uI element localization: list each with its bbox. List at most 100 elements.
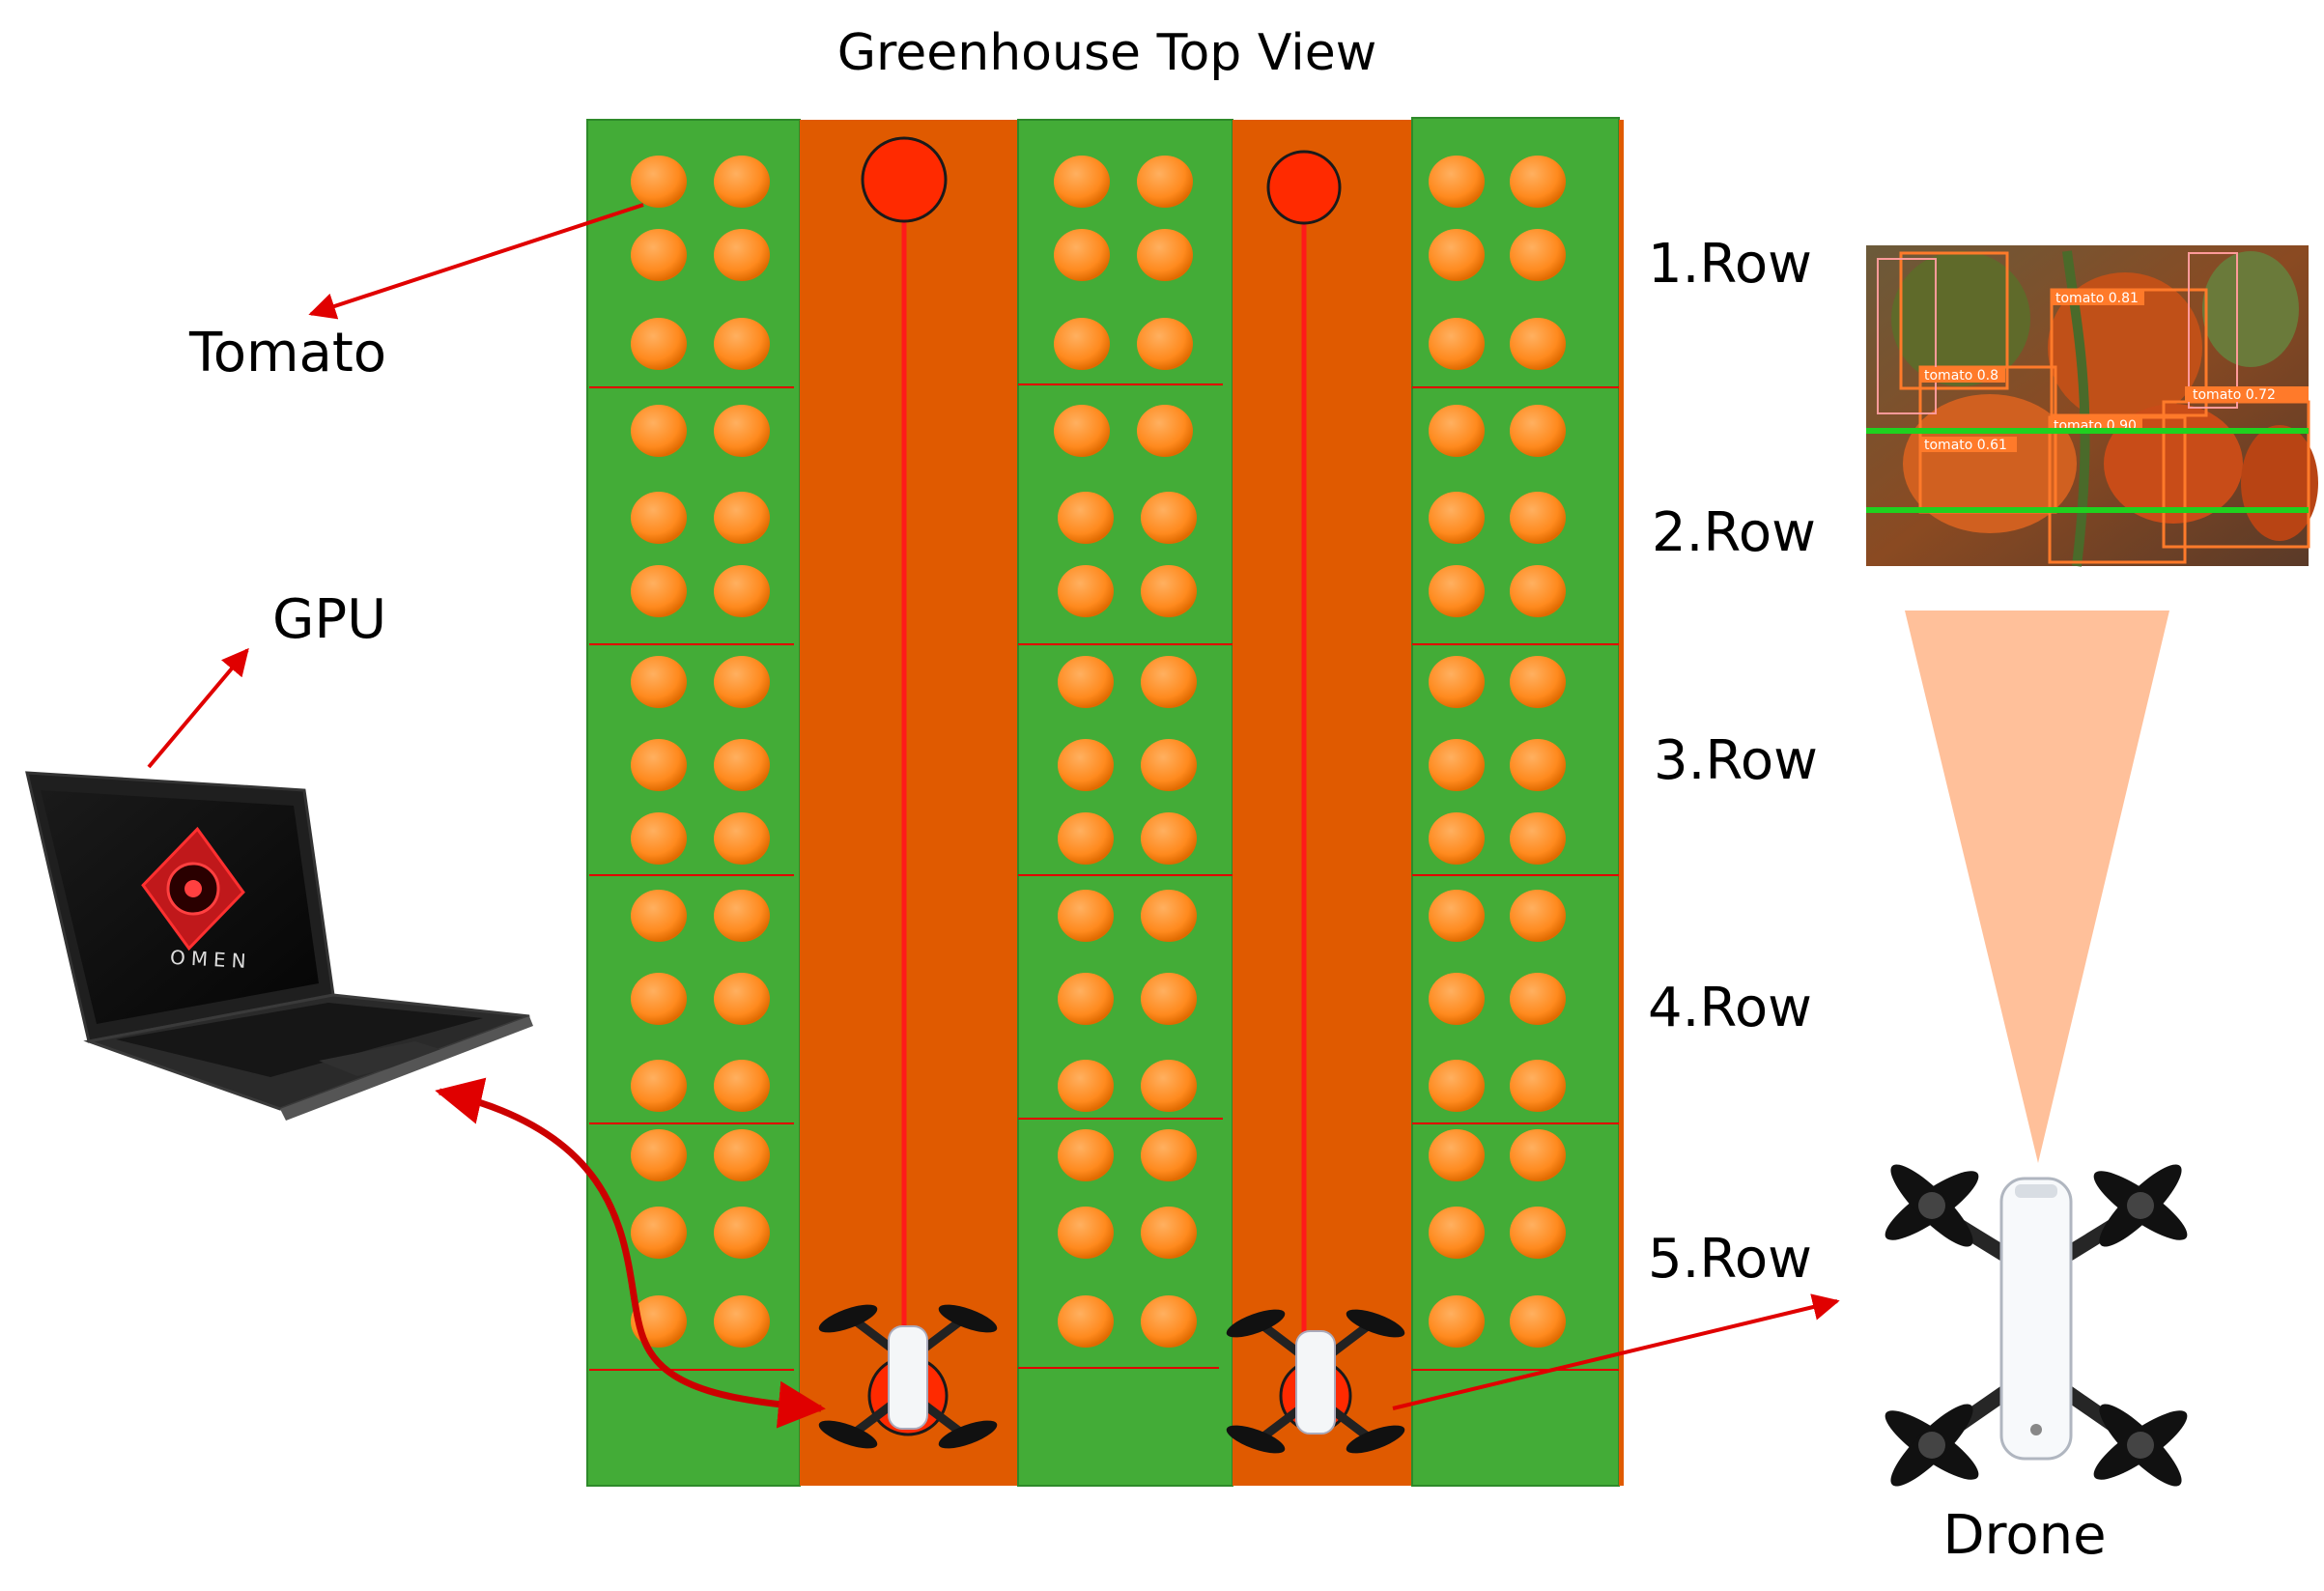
tomato-icon [1054, 156, 1110, 208]
detection-tag-4: tomato 0.72 [2193, 387, 2276, 403]
tomato-icon [1510, 492, 1566, 544]
detection-tag-2: tomato 0.8 [1924, 368, 1998, 384]
row-label-4: 4.Row [1648, 977, 1812, 1039]
tomato-icon [1054, 405, 1110, 457]
row-dividers [589, 384, 1619, 1371]
tomato-icon [631, 1060, 687, 1112]
tomato-icon [1510, 1207, 1566, 1259]
tomato-icon [1141, 565, 1197, 617]
drone-icon [818, 1304, 998, 1449]
laptop-icon: OMEN [25, 771, 533, 1121]
tomato-icon [1429, 318, 1485, 370]
tomato-icon [1054, 318, 1110, 370]
tomato-label: Tomato [188, 322, 386, 384]
tomato-icon [1429, 405, 1485, 457]
tomato-icon [1510, 890, 1566, 942]
greenhouse-map [586, 117, 1624, 1487]
tomato-icon [714, 492, 770, 544]
tomato-icon [1137, 405, 1193, 457]
diagram-title: Greenhouse Top View [837, 24, 1377, 82]
tomato-icon [1141, 1207, 1197, 1259]
tomato-icon [631, 890, 687, 942]
tomato-icon [1429, 890, 1485, 942]
tomato-icon [1510, 1129, 1566, 1181]
tomato-icon [714, 565, 770, 617]
tomato-icon [714, 890, 770, 942]
detection-tag-1: tomato 0.81 [2055, 291, 2139, 306]
tomato-icon [1429, 492, 1485, 544]
tomato-icon [1058, 565, 1114, 617]
camera-field-of-view [1905, 611, 2169, 1163]
tomato-icon [1510, 656, 1566, 708]
tomato-icon [1058, 1295, 1114, 1348]
tomato-icon [1429, 1060, 1485, 1112]
tomato-icon [1141, 973, 1197, 1025]
tomato-icon [1510, 156, 1566, 208]
tomato-icon [1141, 890, 1197, 942]
plant-bed-2 [1017, 119, 1233, 1487]
tomato-icon [714, 656, 770, 708]
tomato-icon [631, 318, 687, 370]
tomato-icon [1510, 812, 1566, 865]
gpu-pointer-arrow [147, 647, 249, 769]
tomato-icon [1510, 973, 1566, 1025]
tomato-icon [631, 1207, 687, 1259]
tomato-icon [1058, 973, 1114, 1025]
tomato-icon [1141, 656, 1197, 708]
tomato-icon [1058, 890, 1114, 942]
walkway-1 [800, 120, 1018, 1486]
tomato-icon [1429, 656, 1485, 708]
tomato-icon [631, 492, 687, 544]
tomato-icon [1058, 1060, 1114, 1112]
tomato-icon [1510, 318, 1566, 370]
row-label-5: 5.Row [1648, 1228, 1812, 1291]
tomato-icon [1429, 739, 1485, 791]
tomato-icon [1058, 812, 1114, 865]
tomato-icon [1429, 565, 1485, 617]
drone-icon [1885, 1164, 2188, 1487]
tomato-icon [714, 1129, 770, 1181]
tomato-pointer-arrow [308, 203, 644, 320]
tomato-icon [714, 1060, 770, 1112]
tomato-icon [1429, 1207, 1485, 1259]
tomato-icon [1141, 1295, 1197, 1348]
tomato-icon [1510, 1295, 1566, 1348]
tomato-icon [1058, 492, 1114, 544]
laptop-brand-text: OMEN [169, 946, 252, 973]
tomato-icon [1510, 739, 1566, 791]
tomato-icon [1058, 656, 1114, 708]
tomato-icon [714, 318, 770, 370]
waypoint-marker-1 [861, 136, 948, 223]
tomato-icon [1137, 156, 1193, 208]
tomato-icon [1510, 565, 1566, 617]
tomato-icon [714, 229, 770, 281]
tomato-icon [714, 1295, 770, 1348]
tomato-icon [1429, 1129, 1485, 1181]
tomato-icon [714, 1207, 770, 1259]
tomato-icon [1137, 229, 1193, 281]
row-label-2: 2.Row [1652, 501, 1816, 564]
tomato-icon [631, 405, 687, 457]
tomato-icon [1141, 492, 1197, 544]
tomato-icon [1058, 1207, 1114, 1259]
tomato-cluster [631, 156, 1566, 1348]
walkway-edge [1619, 120, 1624, 1486]
tomato-icon [631, 1129, 687, 1181]
tomato-icon [1510, 405, 1566, 457]
row-label-3: 3.Row [1654, 729, 1818, 792]
tomato-icon [714, 156, 770, 208]
tomato-icon [631, 565, 687, 617]
drone-label: Drone [1942, 1504, 2106, 1567]
tomato-icon [1429, 156, 1485, 208]
tomato-icon [714, 812, 770, 865]
drone-pointer-arrow [1392, 1293, 1840, 1410]
tomato-icon [1058, 1129, 1114, 1181]
tomato-icon [631, 812, 687, 865]
tomato-icon [1429, 973, 1485, 1025]
plant-bed-1 [586, 119, 801, 1487]
gpu-label: GPU [272, 588, 386, 651]
tomato-icon [1137, 318, 1193, 370]
data-link-arrow [435, 1077, 826, 1429]
tomato-icon [631, 656, 687, 708]
